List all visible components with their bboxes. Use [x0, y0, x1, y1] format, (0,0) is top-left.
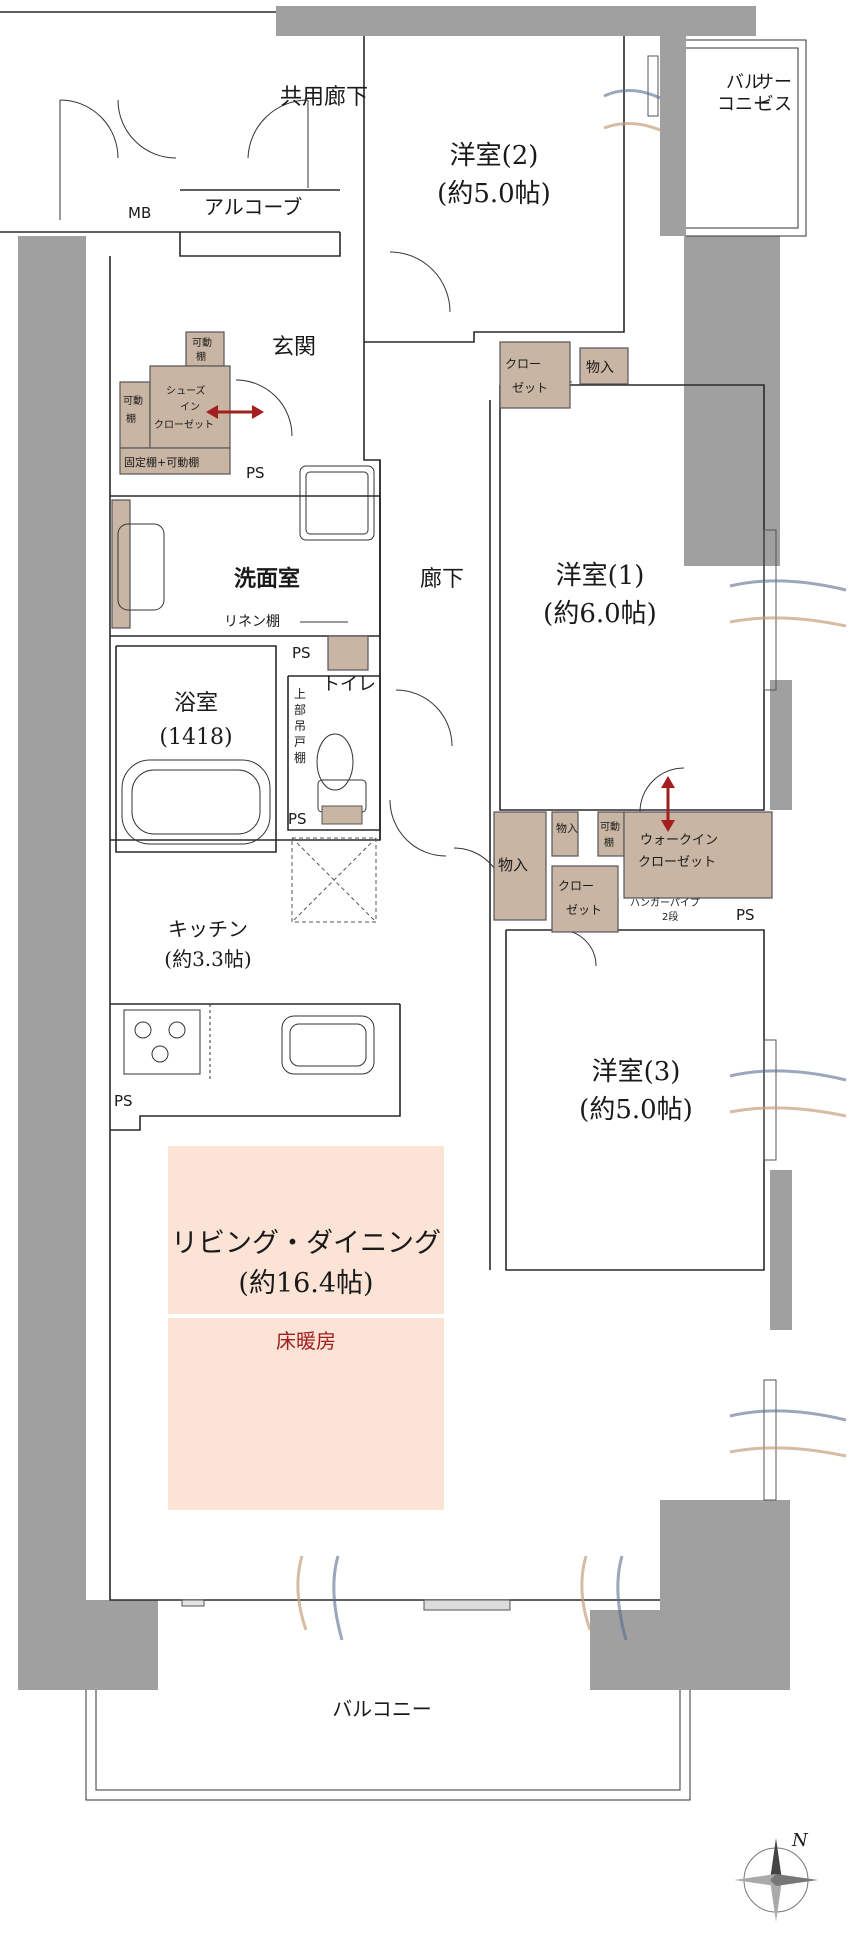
- entrance-label: 玄関: [272, 335, 316, 360]
- living-area-fill: [168, 1146, 444, 1314]
- movable-shelf-top-2: 棚: [196, 350, 206, 363]
- right-wall-upper: [684, 236, 780, 566]
- windows: [181, 55, 777, 1611]
- linen-shelf-label: リネン棚: [224, 614, 280, 630]
- storage-w2-label: 物入: [586, 360, 614, 376]
- upper-cabinet-4: 戸: [294, 735, 306, 749]
- mb-label: MB: [128, 204, 151, 222]
- western2-size: (約5.0帖): [437, 179, 551, 209]
- hanger-pipe-2: 2段: [662, 910, 678, 923]
- upper-cabinet-5: 棚: [294, 750, 306, 765]
- ventilation-arrows: [296, 89, 847, 1641]
- western1-size: (約6.0帖): [543, 599, 657, 629]
- movable-shelf-top-1: 可動: [192, 336, 212, 349]
- service-balcony-line4: コニー: [717, 94, 771, 115]
- walkin-line1: ウォークイン: [640, 833, 718, 848]
- ps-label-entrance: PS: [246, 464, 265, 482]
- western2-name: 洋室(2): [450, 141, 539, 171]
- shoes-closet-line2: イン: [180, 402, 200, 413]
- alcove-label: アルコーブ: [204, 195, 302, 219]
- hallway-label: 廊下: [420, 567, 464, 592]
- floor-heating-fill: [168, 1318, 444, 1510]
- shoes-closet-line3: クローゼット: [154, 419, 214, 431]
- fixed-movable-shelf-label: 固定棚+可動棚: [124, 455, 199, 469]
- bath-size: (1418): [159, 725, 232, 750]
- kitchen-size: (約3.3帖): [164, 947, 251, 971]
- doors: [59, 99, 685, 967]
- top-wall: [276, 6, 756, 36]
- closet-w2-line1: クロー: [505, 357, 541, 371]
- storage-western2: [579, 347, 629, 385]
- kitchen-name: キッチン: [168, 917, 248, 941]
- storage-hall: [493, 811, 547, 921]
- living-name: リビング・ダイニング: [171, 1228, 441, 1259]
- structural-walls: [18, 6, 792, 1690]
- shoes-closet-line1: シューズ: [166, 384, 206, 397]
- living-size: (約16.4帖): [238, 1268, 373, 1299]
- storage-small: [551, 811, 579, 857]
- right-wall-mid2: [770, 1170, 792, 1330]
- room-labels: 共用廊下 アルコーブ MB 洋室(2) (約5.0帖) サー ビス バル コニー…: [114, 72, 809, 1851]
- service-balcony-line2: ビス: [756, 94, 792, 115]
- common-corridor-label: 共用廊下: [280, 85, 368, 110]
- closet-western2: [499, 341, 571, 409]
- western3-name: 洋室(3): [592, 1057, 681, 1087]
- left-wall-lower: [18, 1600, 158, 1690]
- walkin-shelf-1: 可動: [600, 820, 620, 833]
- washroom-label: 洗面室: [234, 566, 300, 592]
- upper-cabinet-2: 部: [294, 702, 306, 717]
- ps-label-kitchen: PS: [114, 1092, 133, 1110]
- balcony-right-block: [590, 1610, 790, 1690]
- storage-small-label: 物入: [556, 821, 578, 835]
- ps-label-walkin: PS: [736, 906, 755, 924]
- walkin-line2: クローゼット: [638, 855, 716, 870]
- balcony-label: バルコニー: [332, 1697, 432, 1721]
- hanger-pipe-1: ハンガーパイプ: [630, 897, 700, 909]
- closet-western3: [551, 865, 619, 933]
- storage-hall-label: 物入: [498, 856, 528, 874]
- right-wall-top: [660, 36, 686, 236]
- walkin-movable-shelf: [597, 811, 625, 857]
- movable-shelf-left-1: 可動: [123, 394, 143, 407]
- compass-icon: [734, 1838, 818, 1922]
- ps-label-wash: PS: [292, 644, 311, 662]
- walkin-shelf-2: 棚: [604, 836, 614, 849]
- floor-heating-label: 床暖房: [276, 1329, 336, 1353]
- upper-cabinet-1: 上: [294, 687, 306, 701]
- right-wall-mid1: [770, 680, 792, 810]
- western1-name: 洋室(1): [556, 561, 645, 591]
- ps-label-toilet: PS: [288, 810, 307, 828]
- access-arrows: [206, 405, 675, 832]
- toilet-label: トイレ: [322, 674, 376, 695]
- service-balcony-line1: サー: [756, 72, 792, 93]
- service-balcony-line3: バル: [726, 72, 762, 93]
- north-label: N: [791, 1830, 809, 1851]
- room-outlines: [0, 11, 807, 1801]
- left-column-wall: [18, 236, 86, 1636]
- fixed-movable-shelf: [119, 447, 231, 475]
- closet-w3-line2: ゼット: [566, 903, 602, 917]
- fixtures: [117, 465, 375, 1080]
- linen-shelf: [327, 635, 369, 671]
- movable-shelf-left-2: 棚: [126, 412, 136, 425]
- shoes-movable-shelf-top: [185, 331, 225, 367]
- closet-w3-line1: クロー: [558, 879, 594, 893]
- washroom-counter: [111, 499, 131, 629]
- western3-size: (約5.0帖): [579, 1095, 693, 1125]
- bath-name: 浴室: [174, 691, 218, 716]
- walkin-closet: [623, 811, 773, 899]
- closet-w2-line2: ゼット: [512, 381, 548, 395]
- upper-cabinet-3: 吊: [294, 719, 306, 733]
